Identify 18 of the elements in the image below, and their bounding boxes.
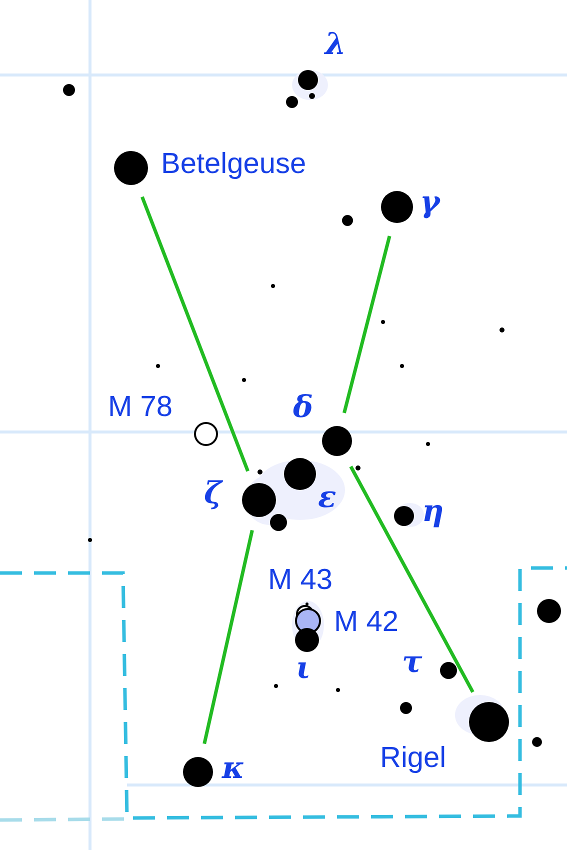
greek-letter-label: γ [420, 188, 440, 218]
star-name-label: Rigel [380, 744, 446, 773]
star-name-label: M 43 [268, 566, 332, 595]
greek-letter-label: ε [318, 483, 336, 513]
greek-letter-label: κ [222, 754, 244, 784]
star-name-label: Betelgeuse [161, 150, 306, 179]
star-name-label: M 78 [108, 393, 172, 422]
constellation-line [342, 236, 392, 414]
constellation-line [140, 196, 250, 472]
greek-letter-label: ζ [204, 479, 222, 509]
greek-letter-label: ι [296, 654, 311, 684]
greek-letter-label: δ [293, 393, 314, 423]
greek-letter-label: τ [402, 648, 422, 678]
greek-letter-label: η [422, 497, 444, 527]
greek-letter-label: λ [325, 30, 346, 60]
constellation-line [202, 530, 254, 744]
constellation-line [349, 466, 474, 693]
star-name-label: M 42 [334, 608, 398, 637]
